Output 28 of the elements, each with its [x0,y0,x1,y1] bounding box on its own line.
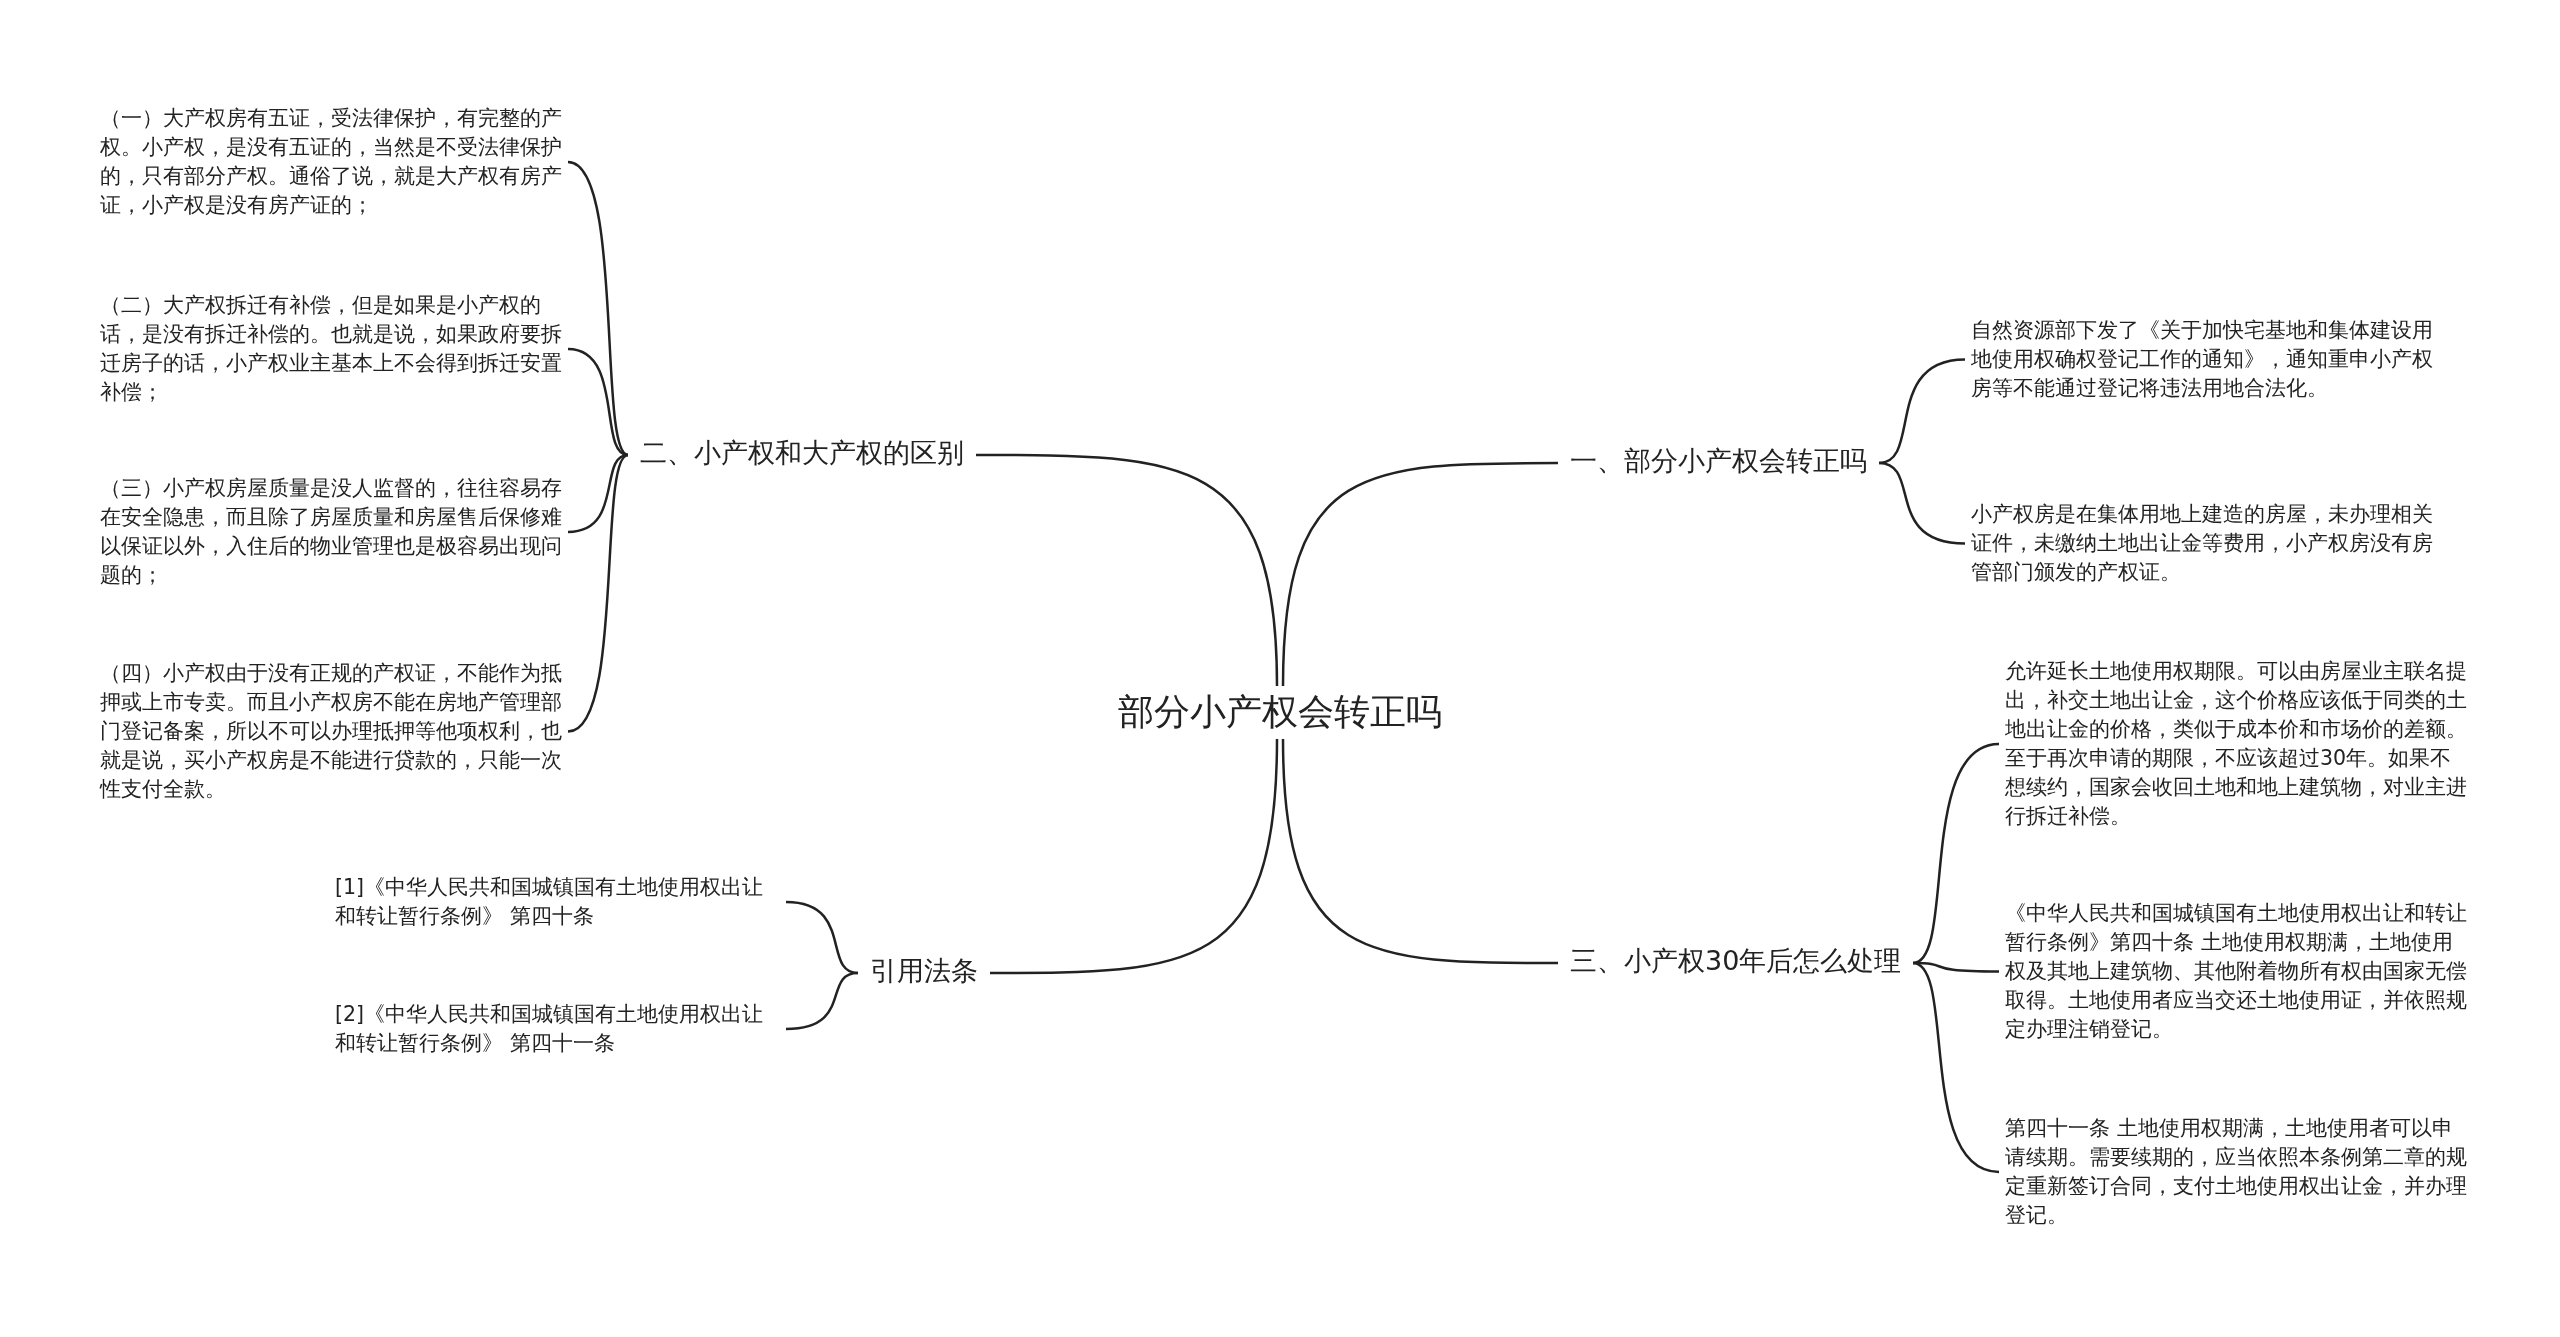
connector-line [1878,461,1966,545]
connector-line [785,971,859,1031]
connector-line [976,453,1279,687]
connector-line [1878,358,1966,465]
note-text: [2]《中华人民共和国城镇国有土地使用权出让和转让暂行条例》 第四十一条 [335,1000,780,1058]
connector-line [990,738,1279,975]
note-text: 《中华人民共和国城镇国有土地使用权出让和转让暂行条例》第四十条 土地使用权期满，土地使用权及其地上建筑物、其他附着物所有权由国家无偿取得。土地使用者应当交还土地使用证，并依照规定办理注销登记。 [2005,899,2470,1044]
note-text: [1]《中华人民共和国城镇国有土地使用权出让和转让暂行条例》 第四十条 [335,873,780,931]
connector-line [1281,738,1558,965]
connector-line [1912,961,2000,1174]
branch-topic: 引用法条 [870,953,978,989]
connector-line [567,454,629,733]
note-text: 允许延长土地使用权期限。可以由房屋业主联名提出，补交土地出让金，这个价格应该低于同类的土地出让金的价格，类似于成本价和市场价的差额。至于再次申请的期限，不应该超过30年。如果不想续约，国家会收回土地和地上建筑物，对业主进行拆迁补偿。 [2005,657,2470,831]
note-text: 第四十一条 土地使用权期满，土地使用者可以申请续期。需要续期的，应当依照本条例第二章的规定重新签订合同，支付土地使用权出让金，并办理登记。 [2005,1114,2470,1230]
connector-line [567,347,629,457]
note-text: 小产权房是在集体用地上建造的房屋，未办理相关证件，未缴纳土地出让金等费用，小产权房没有房管部门颁发的产权证。 [1971,500,2436,587]
note-text: （二）大产权拆迁有补偿，但是如果是小产权的话，是没有拆迁补偿的。也就是说，如果政府要拆迁房子的话，小产权业主基本上不会得到拆迁安置补偿； [100,291,562,407]
connector-line [785,900,859,975]
note-text: 自然资源部下发了《关于加快宅基地和集体建设用地使用权确权登记工作的通知》，通知重申小产权房等不能通过登记将违法用地合法化。 [1971,316,2436,403]
branch-topic: 一、部分小产权会转正吗 [1570,443,1867,479]
note-text: （三）小产权房屋质量是没人监督的，往往容易存在安全隐患，而且除了房屋质量和房屋售后保修难以保证以外，入住后的物业管理也是极容易出现问题的； [100,474,562,590]
connector-line [1281,461,1558,687]
branch-topic: 二、小产权和大产权的区别 [640,435,964,471]
branch-topic: 三、小产权30年后怎么处理 [1570,943,1902,979]
note-text: （四）小产权由于没有正规的产权证，不能作为抵押或上市专卖。而且小产权房不能在房地产管理部门登记备案，所以不可以办理抵押等他项权利，也就是说，买小产权房是不能进行贷款的，只能一次性支付全款。 [100,659,562,804]
central-topic: 部分小产权会转正吗 [1118,687,1442,737]
note-text: （一）大产权房有五证，受法律保护，有完整的产权。小产权，是没有五证的，当然是不受法律保护的，只有部分产权。通俗了说，就是大产权有房产证，小产权是没有房产证的； [100,104,562,220]
connector-line [1912,742,2000,965]
